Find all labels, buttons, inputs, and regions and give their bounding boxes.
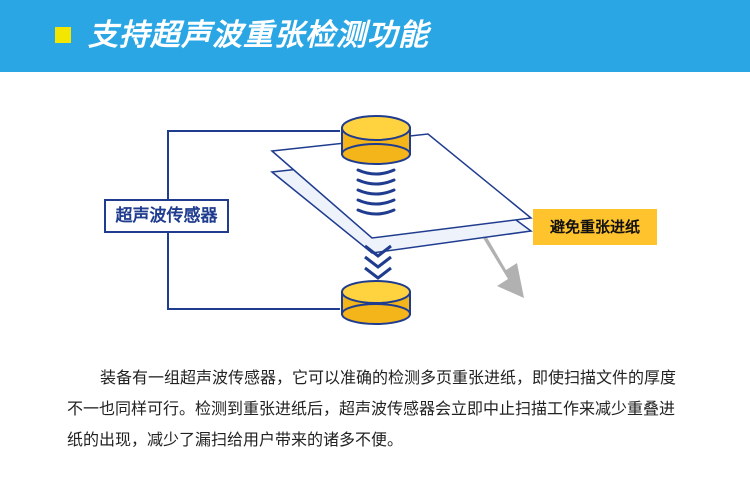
ultrasonic-waves-icon — [356, 168, 396, 216]
title-bullet — [55, 27, 71, 43]
sensor-label: 超声波传感器 — [104, 199, 229, 233]
chevron-down-icon — [364, 244, 392, 280]
top-sensor-icon — [341, 115, 411, 165]
header-banner: 支持超声波重张检测功能 — [0, 0, 750, 72]
bottom-sensor-icon — [341, 280, 411, 325]
ultrasonic-diagram-art — [167, 115, 533, 325]
page-title: 支持超声波重张检测功能 — [88, 18, 429, 53]
paper-direction-arrow — [462, 222, 524, 298]
avoid-double-feed-label: 避免重张进纸 — [533, 209, 657, 245]
description-paragraph: 装备有一组超声波传感器，它可以准确的检测多页重张进纸，即使扫描文件的厚度不一也同… — [67, 368, 677, 449]
